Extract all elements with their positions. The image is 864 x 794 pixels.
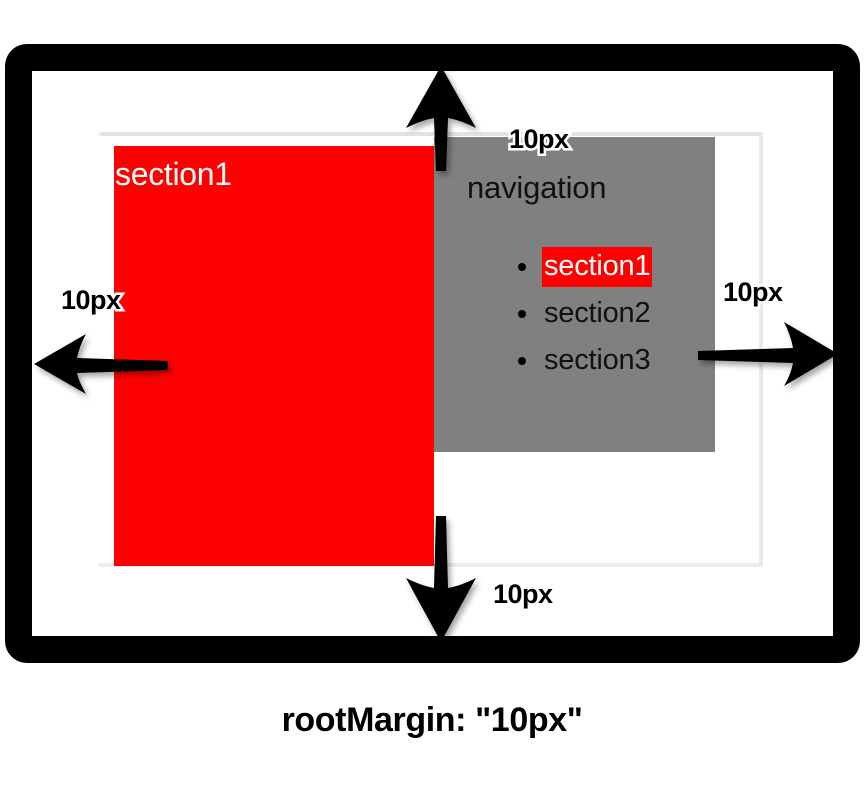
margin-label-top: 10px — [507, 122, 572, 157]
diagram-caption: rootMargin: "10px" — [279, 698, 586, 742]
nav-item-section1[interactable]: section1 — [512, 243, 653, 290]
nav-item-label: section3 — [544, 343, 651, 376]
navigation-list: section1 section2 section3 — [512, 243, 653, 384]
nav-item-section2[interactable]: section2 — [512, 290, 652, 337]
nav-item-section3[interactable]: section3 — [512, 337, 652, 384]
bullet-icon — [518, 262, 526, 271]
section1-block: section1 — [114, 146, 434, 566]
section1-block-label: section1 — [115, 156, 232, 192]
navigation-panel: navigation section1 section2 section3 — [434, 137, 715, 452]
arrow-right-icon — [698, 322, 838, 386]
bullet-icon — [518, 356, 526, 365]
margin-label-bottom: 10px — [491, 577, 556, 612]
margin-label-right: 10px — [721, 275, 786, 310]
arrow-down-icon — [406, 516, 476, 642]
arrow-left-icon — [34, 334, 168, 394]
bullet-icon — [518, 309, 526, 318]
arrow-up-icon — [406, 66, 476, 171]
nav-item-label: section2 — [544, 296, 651, 329]
nav-item-label: section1 — [542, 246, 653, 287]
navigation-title: navigation — [467, 170, 607, 205]
margin-label-left: 10px — [59, 283, 124, 318]
